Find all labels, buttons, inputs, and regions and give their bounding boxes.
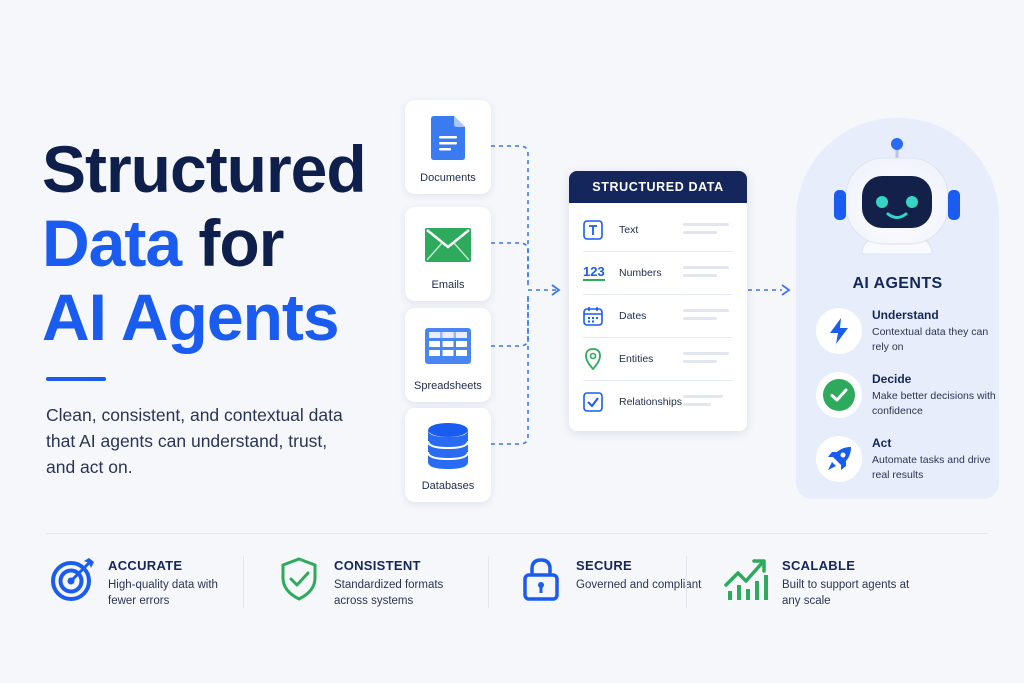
panel-row-text: Text bbox=[583, 209, 733, 252]
section-divider bbox=[46, 533, 988, 534]
arrowhead-agents bbox=[781, 284, 791, 296]
database-icon bbox=[405, 420, 491, 472]
panel-row-relationships: Relationships bbox=[583, 381, 733, 423]
connector-emails bbox=[491, 242, 529, 289]
source-card-documents: Documents bbox=[405, 100, 491, 194]
source-label: Spreadsheets bbox=[414, 380, 482, 392]
hero-title-data-word: Data bbox=[42, 206, 182, 280]
agent-item-desc: Automate tasks and drive real results bbox=[872, 454, 991, 481]
feature-title: ACCURATE bbox=[108, 558, 183, 573]
rocket-icon bbox=[816, 436, 862, 482]
panel-row-dates: Dates bbox=[583, 295, 733, 338]
document-icon bbox=[405, 112, 491, 164]
feature-title: SCALABLE bbox=[782, 558, 856, 573]
placeholder-lines bbox=[683, 223, 729, 239]
placeholder-lines bbox=[683, 395, 729, 411]
hero-description: Clean, consistent, and contextual data t… bbox=[46, 405, 343, 477]
check-circle-icon bbox=[816, 372, 862, 418]
source-card-databases: Databases bbox=[405, 408, 491, 502]
panel-row-label: Dates bbox=[619, 310, 647, 322]
hero-title-line-1: Structured bbox=[42, 132, 367, 206]
feature-desc: Governed and compliant bbox=[576, 579, 702, 591]
ai-agents-title: AI AGENTS bbox=[852, 275, 943, 292]
agent-item-name: Understand bbox=[872, 308, 939, 322]
source-card-emails: Emails bbox=[405, 207, 491, 301]
checkbox-icon bbox=[583, 392, 611, 412]
placeholder-lines bbox=[683, 266, 729, 282]
hero-title-for-word: for bbox=[198, 206, 284, 280]
connector-databases bbox=[491, 296, 529, 445]
growth-chart-icon bbox=[724, 556, 770, 602]
agent-item-understand: Understand Contextual data they can rely… bbox=[816, 308, 996, 364]
arrowhead-panel bbox=[551, 284, 561, 296]
shield-check-icon bbox=[276, 556, 322, 602]
panel-row-numbers: 123 Numbers bbox=[583, 252, 733, 295]
structured-data-panel: STRUCTURED DATA Text 123 Numbers Dates E… bbox=[569, 171, 747, 431]
agent-item-decide: Decide Make better decisions with confid… bbox=[816, 372, 996, 428]
lock-icon bbox=[518, 556, 564, 602]
hero-title-line-2: Data for bbox=[42, 206, 366, 280]
text-icon bbox=[583, 220, 611, 240]
lightning-icon bbox=[816, 308, 862, 354]
feature-title: CONSISTENT bbox=[334, 558, 421, 573]
connector-spreadsheets bbox=[491, 296, 529, 347]
source-card-spreadsheets: Spreadsheets bbox=[405, 308, 491, 402]
panel-row-label: Entities bbox=[619, 353, 654, 365]
numbers-icon: 123 bbox=[583, 264, 605, 281]
hero-title: Structured Data for AI Agents bbox=[42, 132, 367, 354]
agent-item-act: Act Automate tasks and drive real result… bbox=[816, 436, 996, 492]
robot-icon bbox=[834, 138, 960, 255]
feature-separator bbox=[686, 556, 687, 608]
location-pin-icon bbox=[583, 348, 611, 370]
panel-title: STRUCTURED DATA bbox=[569, 171, 747, 203]
source-label: Documents bbox=[420, 172, 476, 184]
connector-documents bbox=[491, 145, 529, 282]
hero-divider bbox=[46, 377, 106, 381]
feature-title: SECURE bbox=[576, 558, 632, 573]
panel-row-entities: Entities bbox=[583, 338, 733, 381]
agent-item-desc: Contextual data they can rely on bbox=[872, 326, 989, 353]
placeholder-lines bbox=[683, 352, 729, 368]
target-icon bbox=[50, 556, 96, 602]
hero-title-line-3: AI Agents bbox=[42, 280, 340, 354]
agent-item-name: Decide bbox=[872, 372, 912, 386]
placeholder-lines bbox=[683, 309, 729, 325]
feature-separator bbox=[488, 556, 489, 608]
panel-row-label: Text bbox=[619, 224, 639, 236]
spreadsheet-icon bbox=[405, 320, 491, 372]
feature-desc: Standardized formats across systems bbox=[334, 579, 444, 607]
panel-row-label: Relationships bbox=[619, 396, 683, 408]
source-label: Databases bbox=[421, 480, 475, 492]
calendar-icon bbox=[583, 306, 611, 326]
panel-row-label: Numbers bbox=[619, 267, 662, 279]
feature-separator bbox=[243, 556, 244, 608]
agent-item-name: Act bbox=[872, 436, 892, 450]
feature-desc: High-quality data with fewer errors bbox=[108, 579, 218, 607]
agent-item-desc: Make better decisions with confidence bbox=[872, 390, 996, 417]
email-icon bbox=[405, 219, 491, 271]
feature-desc: Built to support agents at any scale bbox=[782, 579, 910, 607]
source-label: Emails bbox=[431, 279, 465, 291]
